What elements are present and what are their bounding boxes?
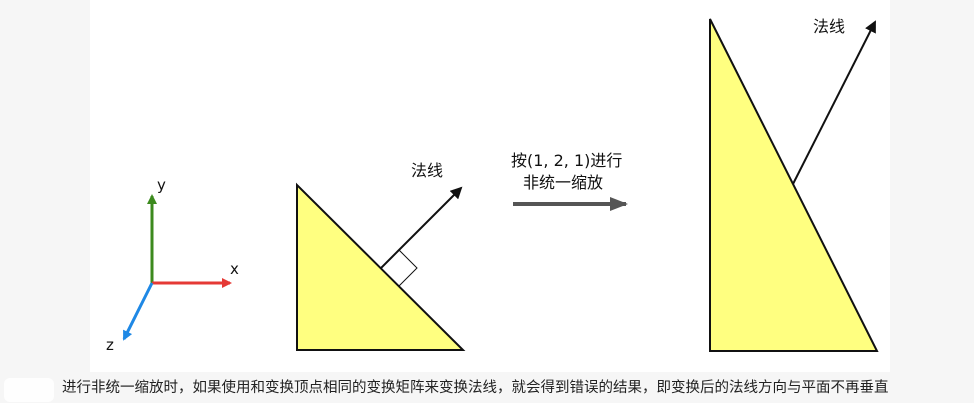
x-axis-label: x xyxy=(230,260,239,278)
z-axis-arrow xyxy=(122,282,154,341)
y-axis-label: y xyxy=(157,176,166,194)
left-triangle-group: 法线 xyxy=(296,161,466,351)
figure-caption: 进行非统一缩放时，如果使用和变换顶点相同的变换矩阵来变换法线，就会得到错误的结果… xyxy=(62,380,889,396)
transform-text-line2: 非统一缩放 xyxy=(523,173,603,192)
coordinate-axes: y x z xyxy=(106,176,239,354)
right-normal-label: 法线 xyxy=(813,17,845,36)
transform-text-line1: 按(1, 2, 1)进行 xyxy=(511,151,622,170)
transform-arrow-group: 按(1, 2, 1)进行 非统一缩放 xyxy=(511,151,628,211)
left-normal-label: 法线 xyxy=(411,161,443,180)
left-triangle xyxy=(296,182,466,351)
right-angle-marker xyxy=(380,249,418,287)
z-axis-label: z xyxy=(106,336,114,354)
right-triangle xyxy=(709,18,879,352)
right-normal-arrow xyxy=(792,20,876,185)
corner-decoration xyxy=(4,378,54,402)
right-triangle-group: 法线 xyxy=(709,17,879,352)
